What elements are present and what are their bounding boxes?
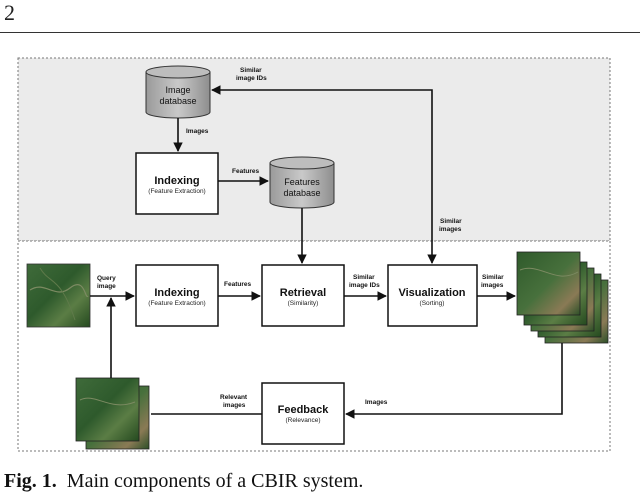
label-features-top: Features	[232, 168, 259, 175]
visualization-node: Visualization (Sorting)	[387, 264, 478, 327]
label-features-bottom: Features	[224, 281, 251, 288]
label-similar-ids-bottom-2: image IDs	[349, 282, 380, 289]
feedback-title: Feedback	[278, 404, 330, 416]
indexing-top-sub: (Feature Extraction)	[148, 188, 205, 195]
arrow-visualization-imagedb	[211, 85, 437, 264]
label-similar-ids-top-1: Similar	[240, 67, 262, 74]
arrow-similar-to-feedback	[345, 343, 563, 419]
retrieval-node: Retrieval (Similarity)	[261, 264, 345, 327]
label-relevant-2: images	[223, 402, 246, 409]
image-database-node: Image database	[145, 65, 211, 119]
page-number: 2	[4, 0, 15, 25]
indexing-top-title: Indexing	[154, 175, 199, 187]
features-database-line2: database	[283, 188, 320, 198]
label-images-back: Images	[365, 399, 388, 406]
feedback-node: Feedback (Relevance)	[261, 382, 345, 445]
indexing-bottom-node: Indexing (Feature Extraction)	[135, 264, 219, 327]
label-similar-ids-bottom-1: Similar	[353, 274, 375, 281]
retrieval-title: Retrieval	[280, 287, 326, 299]
caption-text: Main components of a CBIR system.	[66, 470, 364, 492]
indexing-bottom-sub: (Feature Extraction)	[148, 300, 205, 307]
label-similar-images-1: Similar	[440, 218, 462, 225]
label-query-2: image	[97, 283, 116, 290]
visualization-sub: (Sorting)	[420, 300, 445, 307]
caption-label: Fig. 1.	[4, 470, 57, 492]
figure-caption: Fig. 1. Main components of a CBIR system.	[4, 470, 363, 493]
similar-images-stack	[516, 251, 609, 344]
offline-region	[17, 57, 611, 242]
feedback-sub: (Relevance)	[285, 417, 320, 424]
features-database-line1: Features	[284, 177, 320, 187]
indexing-bottom-title: Indexing	[154, 287, 199, 299]
retrieval-sub: (Similarity)	[288, 300, 319, 307]
label-relevant-1: Relevant	[220, 394, 248, 401]
label-similar-images-out-1: Similar	[482, 274, 504, 281]
query-image-thumbnail	[26, 263, 91, 328]
image-database-line1: Image	[165, 85, 190, 95]
label-similar-images-2: images	[439, 226, 462, 233]
features-database-node: Features database	[269, 156, 335, 209]
visualization-title: Visualization	[398, 287, 465, 299]
indexing-top-node: Indexing (Feature Extraction)	[135, 152, 219, 215]
image-database-line2: database	[159, 96, 196, 106]
label-images-top: Images	[186, 128, 209, 135]
label-similar-ids-top-2: image IDs	[236, 75, 267, 82]
header-rule	[0, 32, 640, 33]
label-similar-images-out-2: images	[481, 282, 504, 289]
relevant-images-stack	[75, 377, 150, 450]
label-query-1: Query	[97, 275, 116, 282]
